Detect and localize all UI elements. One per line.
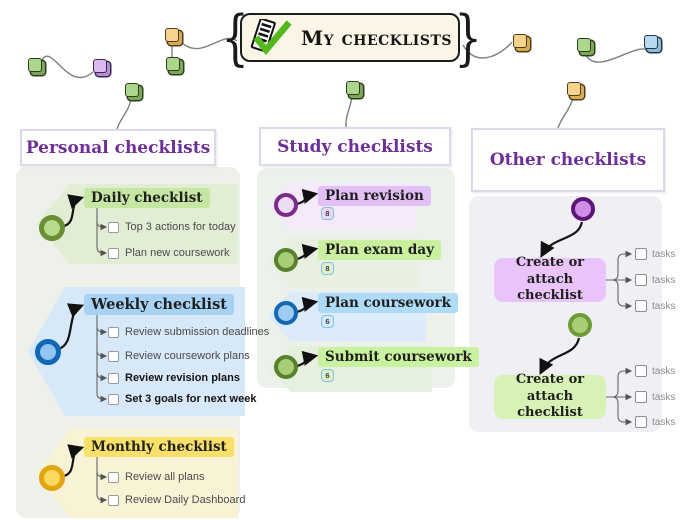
checkbox-icon[interactable] [108, 247, 119, 259]
central-node-title: My checklists [301, 25, 452, 50]
note-icon[interactable] [125, 83, 139, 97]
checkbox-icon[interactable] [635, 274, 647, 286]
right-brace-decoration: } [454, 3, 482, 73]
checklist-item[interactable]: Top 3 actions for today [108, 221, 236, 233]
submit-coursework-node[interactable] [274, 355, 298, 379]
submit-coursework-title[interactable]: Submit coursework [318, 347, 479, 367]
checklist-count-badge[interactable]: 6 [321, 315, 334, 328]
plan-revision-node[interactable] [274, 193, 298, 217]
checkbox-icon[interactable] [108, 393, 119, 405]
note-icon[interactable] [513, 34, 527, 48]
note-icon[interactable] [567, 82, 581, 96]
other-checklists-header[interactable]: Other checklists [471, 128, 665, 192]
plan-exam-day-node[interactable] [274, 248, 298, 272]
checkbox-icon[interactable] [108, 494, 119, 506]
checkbox-icon[interactable] [108, 471, 119, 483]
checklist-item[interactable]: Review all plans [108, 471, 204, 483]
daily-branch-node[interactable] [39, 215, 65, 241]
checklist-item-label: Review submission deadlines [125, 326, 270, 338]
weekly-branch-node[interactable] [35, 339, 61, 365]
plan-coursework-title[interactable]: Plan coursework [318, 293, 458, 313]
checklist-count-badge[interactable]: 8 [321, 262, 334, 275]
plan-revision-title[interactable]: Plan revision [318, 186, 431, 206]
checkbox-icon[interactable] [108, 221, 119, 233]
other-branch-node[interactable] [568, 313, 592, 337]
task-label: tasks [652, 391, 676, 403]
checklist-clipboard-icon [250, 18, 292, 55]
checklist-item-label: Top 3 actions for today [125, 221, 236, 233]
task-label: tasks [652, 416, 676, 428]
checklist-count-badge[interactable]: 8 [321, 207, 334, 220]
checklist-item[interactable]: Set 3 goals for next week [108, 393, 256, 405]
note-icon[interactable] [28, 58, 42, 72]
checklist-item-label: Plan new coursework [125, 247, 230, 259]
checklist-count-badge[interactable]: 6 [321, 369, 334, 382]
checkbox-icon[interactable] [108, 372, 119, 384]
task-item[interactable]: tasks [635, 391, 675, 403]
note-icon[interactable] [93, 59, 107, 73]
checkbox-icon[interactable] [108, 350, 119, 362]
monthly-branch-node[interactable] [39, 465, 65, 491]
checklist-item[interactable]: Review revision plans [108, 372, 240, 384]
note-icon[interactable] [644, 35, 658, 49]
daily-checklist-title[interactable]: Daily checklist [84, 188, 210, 208]
central-node[interactable]: My checklists [240, 13, 460, 62]
plan-coursework-node[interactable] [274, 301, 298, 325]
checkbox-icon[interactable] [635, 365, 647, 377]
task-item[interactable]: tasks [635, 300, 675, 312]
checklist-item-label: Review all plans [125, 471, 205, 483]
checklist-item-label: Review Daily Dashboard [125, 494, 246, 506]
task-item[interactable]: tasks [635, 248, 675, 260]
create-or-attach-checklist-box[interactable]: Create or attach checklist [494, 255, 606, 303]
checkbox-icon[interactable] [635, 300, 647, 312]
checkbox-icon[interactable] [635, 391, 647, 403]
task-item[interactable]: tasks [635, 416, 675, 428]
note-icon[interactable] [577, 38, 591, 52]
other-branch-node[interactable] [571, 197, 595, 221]
checklist-item[interactable]: Review submission deadlines [108, 326, 269, 338]
note-icon[interactable] [165, 28, 179, 42]
checklist-item[interactable]: Plan new coursework [108, 247, 230, 259]
monthly-checklist-title[interactable]: Monthly checklist [84, 437, 234, 457]
task-label: tasks [652, 248, 676, 260]
checklist-item[interactable]: Review Daily Dashboard [108, 494, 245, 506]
checkbox-icon[interactable] [635, 416, 647, 428]
note-icon[interactable] [346, 81, 360, 95]
checklist-item[interactable]: Review coursework plans [108, 350, 250, 362]
checkbox-icon[interactable] [635, 248, 647, 260]
checklist-item-label: Set 3 goals for next week [125, 393, 257, 405]
task-label: tasks [652, 300, 676, 312]
task-item[interactable]: tasks [635, 365, 675, 377]
note-icon[interactable] [166, 57, 180, 71]
plan-exam-day-title[interactable]: Plan exam day [318, 240, 441, 260]
task-item[interactable]: tasks [635, 274, 675, 286]
checklist-item-label: Review coursework plans [125, 350, 250, 362]
weekly-checklist-title[interactable]: Weekly checklist [84, 294, 234, 315]
task-label: tasks [652, 274, 676, 286]
study-checklists-header[interactable]: Study checklists [259, 127, 451, 166]
checkbox-icon[interactable] [108, 326, 119, 338]
create-or-attach-checklist-box[interactable]: Create or attach checklist [494, 372, 606, 420]
personal-checklists-header[interactable]: Personal checklists [20, 129, 216, 166]
task-label: tasks [652, 365, 676, 377]
checklist-item-label: Review revision plans [125, 372, 240, 384]
